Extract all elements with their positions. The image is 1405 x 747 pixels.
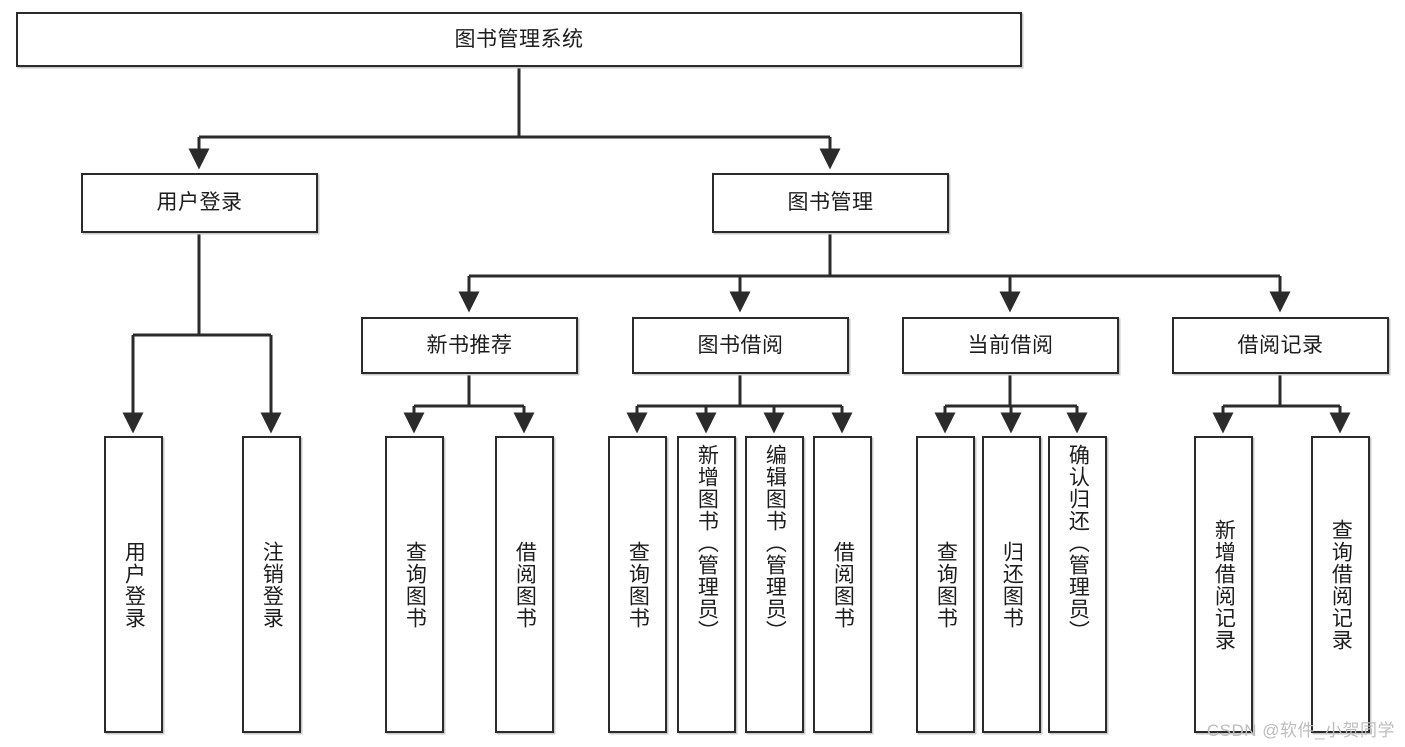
node-label: 查询图书: [403, 540, 427, 629]
node-label: 查询借阅记录: [1329, 518, 1353, 651]
node-label: 编辑图书（管理员）: [763, 444, 787, 642]
leaf-current-return-books[interactable]: 归还图书: [982, 436, 1041, 733]
node-label: 注销登录: [260, 540, 284, 629]
node-current-borrowing[interactable]: 当前借阅: [902, 317, 1119, 374]
leaf-current-confirm-return-admin[interactable]: 确认归还（管理员）: [1048, 436, 1107, 733]
node-borrowing-records[interactable]: 借阅记录: [1172, 317, 1389, 374]
node-label: 新书推荐: [426, 333, 513, 357]
node-user-login[interactable]: 用户登录: [81, 173, 318, 233]
node-new-book-recommendation[interactable]: 新书推荐: [361, 317, 578, 374]
csdn-watermark: CSDN @软件_小贺同学: [1206, 721, 1395, 740]
node-label: 图书管理系统: [454, 27, 584, 51]
node-label: 当前借阅: [967, 333, 1054, 357]
leaf-record-query-borrow-record[interactable]: 查询借阅记录: [1311, 436, 1370, 733]
node-label: 查询图书: [626, 540, 650, 629]
leaf-borrow-add-book-admin[interactable]: 新增图书（管理员）: [677, 436, 736, 733]
node-root-book-management-system[interactable]: 图书管理系统: [16, 12, 1022, 67]
leaf-borrow-edit-book-admin[interactable]: 编辑图书（管理员）: [745, 436, 804, 733]
node-label: 借阅图书: [513, 540, 537, 629]
node-label: 图书管理: [787, 191, 874, 215]
leaf-borrow-query-books[interactable]: 查询图书: [608, 436, 667, 733]
leaf-record-add-borrow-record[interactable]: 新增借阅记录: [1194, 436, 1253, 733]
node-label: 借阅记录: [1237, 333, 1324, 357]
node-label: 借阅图书: [831, 540, 855, 629]
leaf-borrow-borrow-books[interactable]: 借阅图书: [813, 436, 872, 733]
leaf-newbook-borrow-books[interactable]: 借阅图书: [495, 436, 554, 733]
node-label: 确认归还（管理员）: [1066, 444, 1090, 642]
node-label: 用户登录: [122, 540, 146, 629]
node-label: 新增借阅记录: [1212, 518, 1236, 651]
node-label: 查询图书: [934, 540, 958, 629]
node-label: 用户登录: [156, 191, 243, 215]
node-book-borrowing[interactable]: 图书借阅: [632, 317, 849, 374]
node-label: 新增图书（管理员）: [695, 444, 719, 642]
node-book-management[interactable]: 图书管理: [712, 173, 949, 233]
leaf-user-login[interactable]: 用户登录: [104, 436, 163, 733]
node-label: 归还图书: [1000, 540, 1024, 629]
leaf-logout[interactable]: 注销登录: [242, 436, 301, 733]
leaf-newbook-query-books[interactable]: 查询图书: [385, 436, 444, 733]
node-label: 图书借阅: [697, 333, 784, 357]
leaf-current-query-books[interactable]: 查询图书: [916, 436, 975, 733]
